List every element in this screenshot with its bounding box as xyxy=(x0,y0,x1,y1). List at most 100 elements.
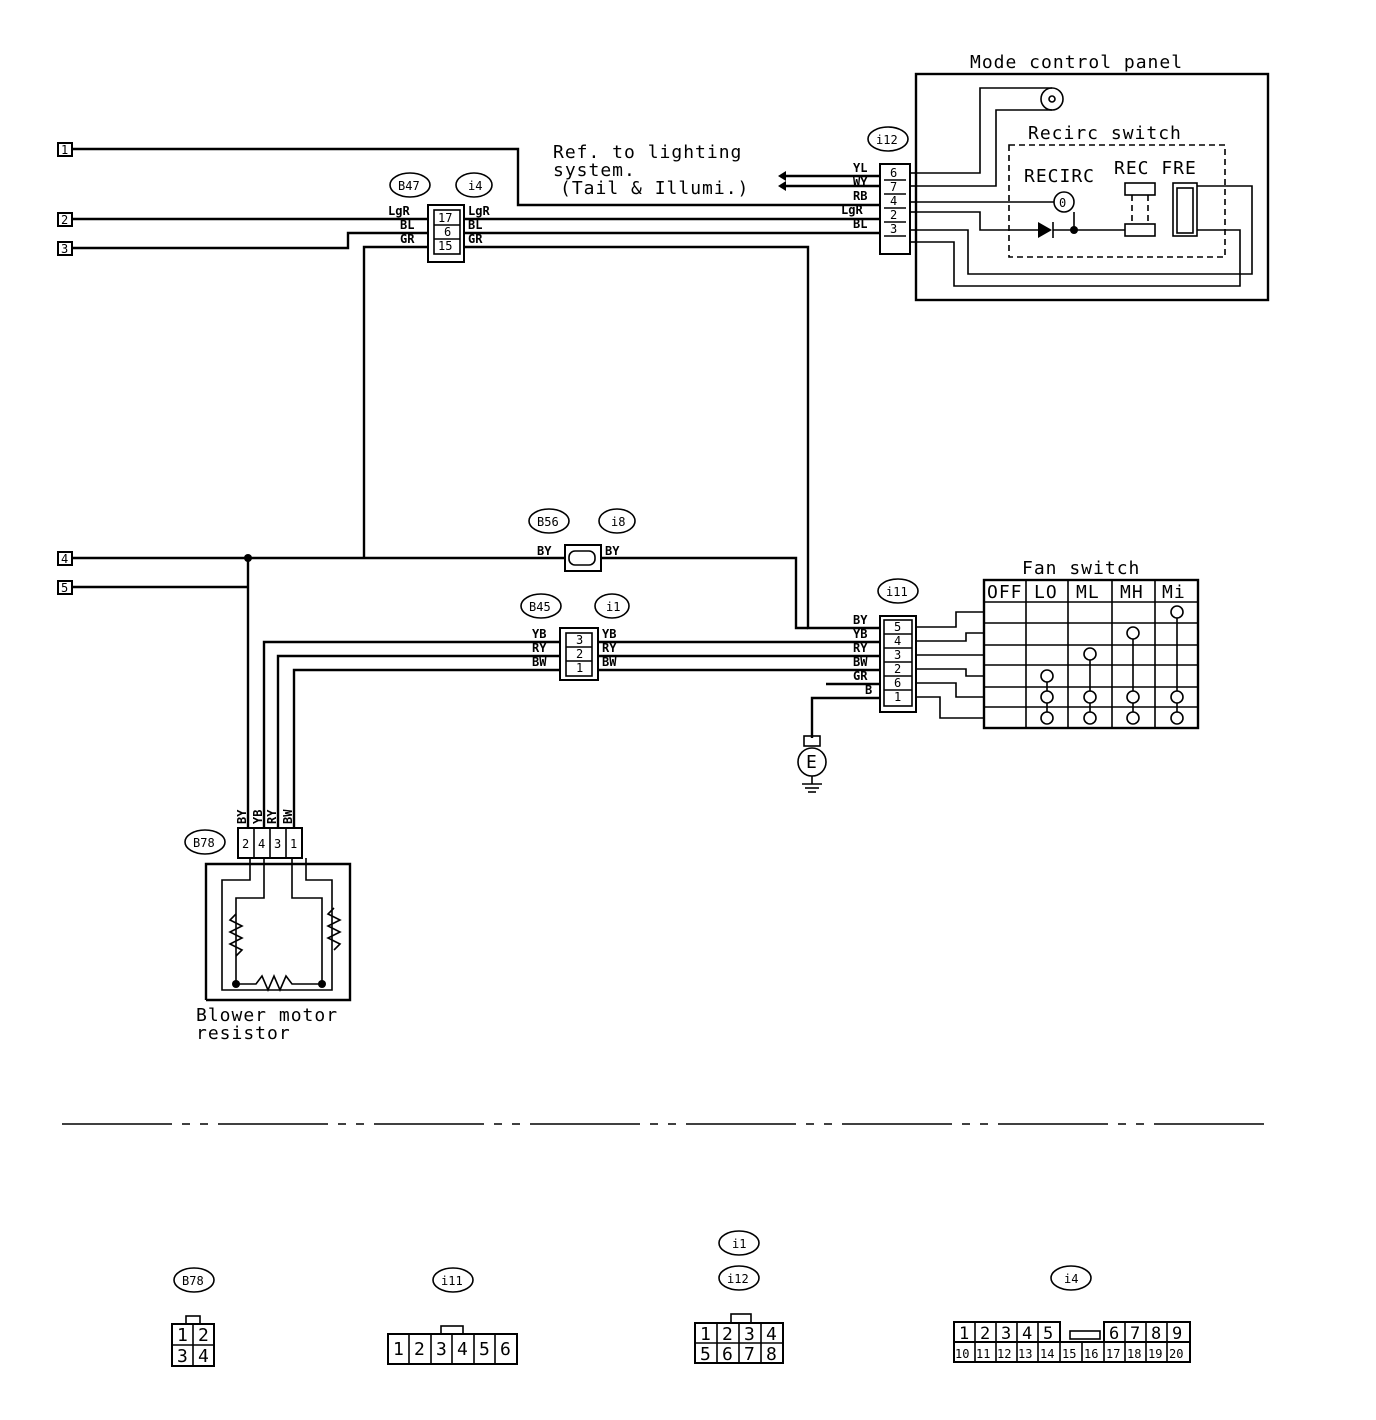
svg-text:6: 6 xyxy=(444,225,451,239)
blower-resistor-label-1: Blower motor xyxy=(196,1005,338,1026)
svg-text:2: 2 xyxy=(980,1324,990,1344)
recirc-switch-label: Recirc switch xyxy=(1028,123,1182,144)
rec-contact-bottom xyxy=(1124,223,1156,237)
svg-text:5: 5 xyxy=(1043,1324,1053,1344)
legend-i4-connector xyxy=(953,1321,1191,1363)
svg-text:15: 15 xyxy=(438,239,452,253)
svg-text:3: 3 xyxy=(1001,1324,1011,1344)
fan-pos-ml: ML xyxy=(1076,582,1100,603)
svg-text:2: 2 xyxy=(198,1325,210,1346)
svg-text:4: 4 xyxy=(894,634,901,648)
svg-text:i1: i1 xyxy=(606,600,620,614)
svg-text:16: 16 xyxy=(1084,1347,1098,1361)
svg-text:19: 19 xyxy=(1148,1347,1162,1361)
svg-text:5: 5 xyxy=(700,1344,712,1365)
blower-resistor-label-2: resistor xyxy=(196,1023,291,1044)
svg-text:1: 1 xyxy=(959,1324,969,1344)
svg-text:i12: i12 xyxy=(876,133,898,147)
svg-text:BY: BY xyxy=(235,809,249,824)
svg-text:i8: i8 xyxy=(611,515,625,529)
svg-text:17: 17 xyxy=(438,211,452,225)
recirc-indicator-label: RECIRC xyxy=(1024,166,1095,187)
connector-id-b47 xyxy=(389,172,431,198)
svg-text:RB: RB xyxy=(853,189,867,203)
svg-text:14: 14 xyxy=(1040,1347,1054,1361)
svg-text:RY: RY xyxy=(602,641,617,655)
legend-id-i1 xyxy=(718,1230,760,1256)
connector-id-b45 xyxy=(520,593,562,619)
svg-text:10: 10 xyxy=(955,1347,969,1361)
recirc-switch-box xyxy=(1008,144,1226,258)
resistor-icon xyxy=(236,973,322,993)
svg-text:BW: BW xyxy=(602,655,617,669)
svg-text:LgR: LgR xyxy=(388,204,410,218)
svg-text:BW: BW xyxy=(281,809,295,824)
svg-text:12: 12 xyxy=(997,1347,1011,1361)
svg-text:B78: B78 xyxy=(193,836,215,850)
legend-id-b78 xyxy=(173,1267,215,1293)
svg-text:0: 0 xyxy=(1059,196,1066,210)
svg-text:B78: B78 xyxy=(182,1274,204,1288)
connector-i11: i11 5 4 3 2 6 1 BY YB RY BW GR B xyxy=(853,578,919,713)
mode-control-panel-title: Mode control panel xyxy=(970,52,1183,73)
svg-text:1: 1 xyxy=(894,690,901,704)
connector-id-i11 xyxy=(877,578,919,604)
diode-icon xyxy=(1038,222,1052,238)
svg-text:YB: YB xyxy=(602,627,616,641)
svg-text:RY: RY xyxy=(853,641,868,655)
svg-text:YL: YL xyxy=(853,161,867,175)
svg-text:5: 5 xyxy=(894,620,901,634)
svg-text:B56: B56 xyxy=(537,515,559,529)
ref-lighting-line3: (Tail & Illumi.) xyxy=(560,178,749,199)
svg-text:BW: BW xyxy=(853,655,868,669)
svg-text:4: 4 xyxy=(1022,1324,1032,1344)
terminal-list: 1 2 3 4 5 xyxy=(57,142,73,595)
svg-text:YB: YB xyxy=(532,627,546,641)
svg-text:4: 4 xyxy=(198,1346,210,1367)
connector-id-i1 xyxy=(594,593,630,619)
svg-text:i11: i11 xyxy=(441,1274,463,1288)
fan-pos-lo: LO xyxy=(1034,582,1058,603)
svg-text:17: 17 xyxy=(1106,1347,1120,1361)
svg-text:BL: BL xyxy=(468,218,482,232)
svg-text:7: 7 xyxy=(890,180,897,194)
fan-switch-label: Fan switch xyxy=(1022,558,1140,579)
lamp-icon xyxy=(1040,87,1064,111)
svg-text:1: 1 xyxy=(393,1339,405,1360)
ref-lighting-line2: system. xyxy=(553,160,636,181)
svg-text:9: 9 xyxy=(1172,1324,1182,1344)
svg-text:3: 3 xyxy=(177,1346,189,1367)
svg-text:3: 3 xyxy=(894,648,901,662)
fan-pos-mi: Mi xyxy=(1162,582,1186,603)
legend-id-i4 xyxy=(1050,1265,1092,1291)
svg-text:2: 2 xyxy=(61,213,68,227)
svg-text:BY: BY xyxy=(537,544,552,558)
svg-text:BY: BY xyxy=(853,613,868,627)
rec-contact-top xyxy=(1124,182,1156,196)
svg-text:LgR: LgR xyxy=(468,204,490,218)
connector-id-i8 xyxy=(598,508,636,534)
svg-text:4: 4 xyxy=(258,837,265,851)
svg-text:6: 6 xyxy=(1109,1324,1119,1344)
svg-text:i4: i4 xyxy=(1064,1272,1078,1286)
resistor-icon xyxy=(326,907,342,951)
fre-contact xyxy=(1172,182,1198,237)
svg-text:RY: RY xyxy=(265,809,279,824)
svg-text:3: 3 xyxy=(576,633,583,647)
svg-text:2: 2 xyxy=(576,647,583,661)
fan-switch: Fan switch OFF LO ML MH Mi xyxy=(916,558,1200,730)
svg-text:B: B xyxy=(865,683,872,697)
svg-text:8: 8 xyxy=(766,1344,778,1365)
connector-id-b56 xyxy=(528,508,570,534)
svg-text:11: 11 xyxy=(976,1347,990,1361)
svg-text:3: 3 xyxy=(61,242,68,256)
svg-text:4: 4 xyxy=(457,1339,469,1360)
connector-id-b78 xyxy=(184,829,226,855)
svg-text:2: 2 xyxy=(242,837,249,851)
rec-fre-label: REC FRE xyxy=(1114,158,1197,179)
legend-id-i11 xyxy=(432,1267,474,1293)
arrow-icon xyxy=(778,181,786,191)
svg-text:GR: GR xyxy=(853,669,868,683)
mode-control-panel: Mode control panel Recirc switch RECIRC … xyxy=(914,52,1270,302)
